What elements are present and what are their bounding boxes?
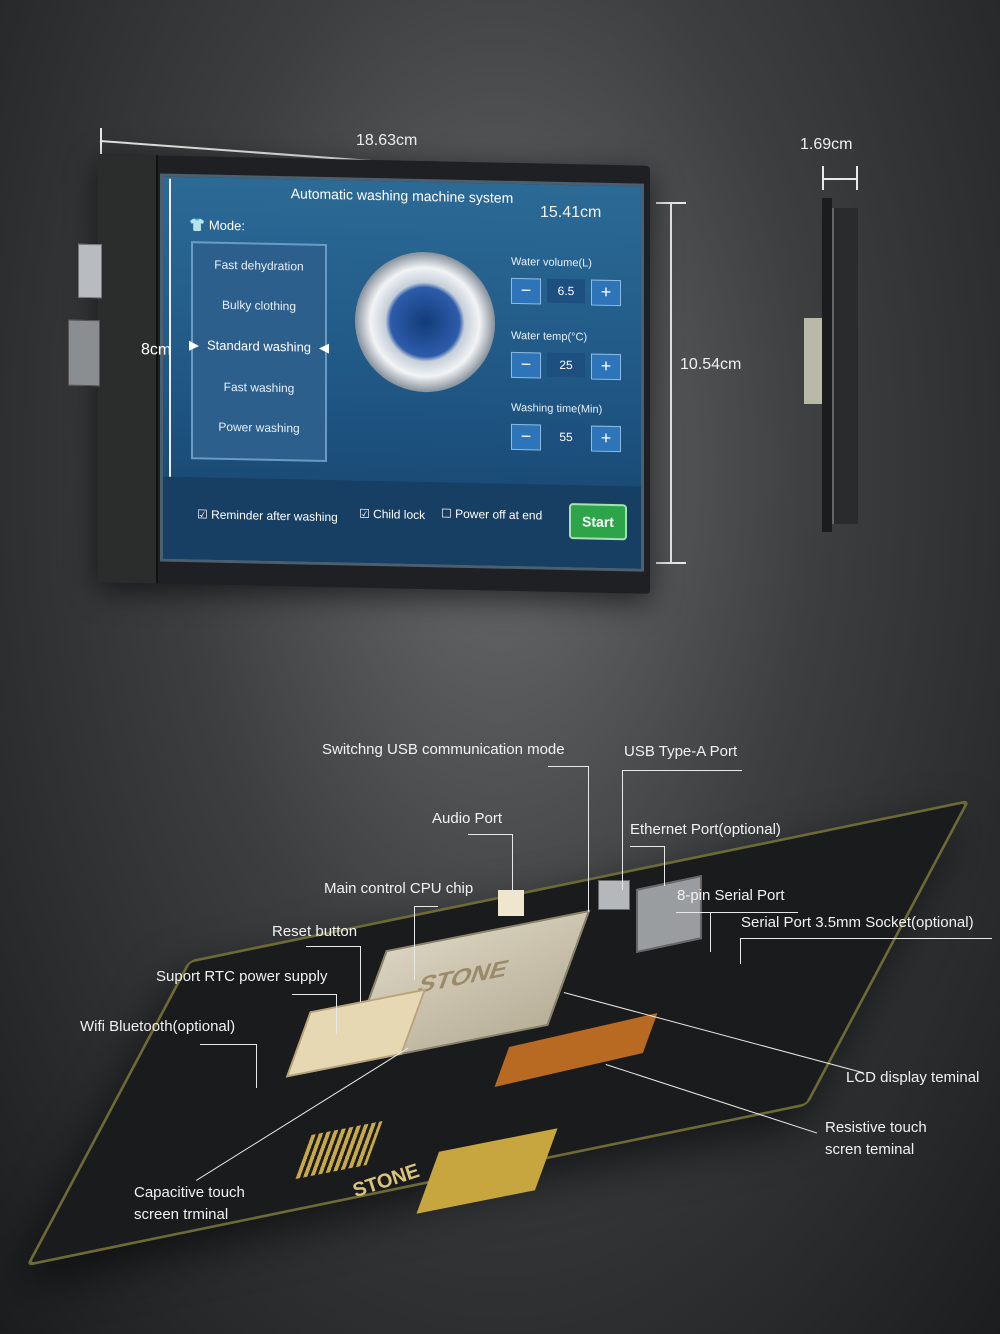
screen-width-dimension-label: 15.41cm [540, 204, 602, 221]
selected-mode-label: Standard washing [206, 337, 312, 355]
reminder-checkbox[interactable]: ☑ Reminder after washing [197, 507, 338, 524]
washing-time-stepper: − 55 + [511, 423, 621, 453]
water-temp-plus-button[interactable]: + [591, 353, 621, 381]
callout-line-cpu-h [414, 906, 438, 907]
arrow-left-icon: ◀ [319, 339, 329, 356]
cpu-chip-brand: STONE [413, 954, 513, 1000]
checkbox-checked-icon: ☑ [197, 507, 212, 522]
callout-line-serial35-v [740, 938, 741, 964]
device-side-view [804, 198, 858, 532]
touch-screen: Automatic washing machine system 8cm 👕 M… [141, 173, 644, 572]
water-temp-stepper: − 25 + [511, 351, 621, 381]
callout-usb-a: USB Type-A Port [624, 743, 738, 760]
washing-time-plus-button[interactable]: + [591, 425, 621, 453]
callout-line-reset-h [306, 946, 360, 947]
washing-time-minus-button[interactable]: − [511, 423, 541, 451]
callout-line-reset-v [360, 946, 361, 1002]
callout-cpu: Main control CPU chip [324, 880, 474, 897]
water-temp-value: 25 [547, 352, 585, 378]
device-pcb-edge [98, 154, 158, 584]
callout-line-rtc-v [336, 994, 337, 1034]
depth-dimension-tick-left [822, 166, 824, 190]
callout-line-serial8-v [710, 912, 711, 952]
callout-line-audio-v [512, 834, 513, 896]
callout-serial8: 8-pin Serial Port [677, 887, 785, 904]
child-lock-label: Child lock [373, 506, 426, 523]
water-volume-label: Water volume(L) [511, 255, 592, 270]
mode-item[interactable]: Power washing [218, 419, 300, 436]
depth-dimension-tick-right [856, 166, 858, 190]
callout-line-serial8-h [676, 912, 798, 913]
callout-line-usb-a-v [622, 770, 623, 890]
callout-line-ethernet-h [630, 846, 664, 847]
callout-line-rtc-h [292, 994, 336, 995]
reminder-label: Reminder after washing [211, 507, 338, 525]
callout-line-usb-mode-h [548, 766, 588, 767]
depth-dimension-line [822, 178, 858, 180]
mode-label: 👕 Mode: [189, 217, 245, 234]
callout-line-cpu-v [414, 906, 415, 980]
usb-port-side [78, 243, 102, 299]
water-temp-label: Water temp(°C) [511, 329, 588, 344]
screen-height-dimension-label: 8cm [141, 341, 172, 359]
callout-resistive-2: scren teminal [825, 1141, 915, 1158]
height-dimension-tick-top [656, 202, 686, 204]
callout-capacitive-1: Capacitive touch [134, 1184, 245, 1201]
callout-line-serial35-h [740, 938, 992, 939]
water-volume-value: 6.5 [547, 278, 585, 304]
usb-port [598, 880, 630, 910]
checkbox-checked-icon: ☑ [359, 506, 374, 521]
water-volume-minus-button[interactable]: − [511, 277, 541, 305]
side-connector [804, 318, 822, 404]
height-dimension-label: 10.54cm [680, 356, 742, 373]
shirt-icon: 👕 [189, 217, 209, 233]
checkbox-empty-icon: ☐ [441, 506, 456, 521]
callout-line-audio-h [468, 834, 512, 835]
width-dimension-tick-left [100, 128, 102, 154]
mode-item[interactable]: Fast washing [223, 379, 295, 396]
mode-item[interactable]: Bulky clothing [221, 297, 297, 314]
callout-serial35: Serial Port 3.5mm Socket(optional) [741, 914, 974, 931]
callout-ethernet: Ethernet Port(optional) [630, 821, 781, 838]
callout-line-ethernet-v [664, 846, 665, 886]
callout-capacitive-2: screen trminal [134, 1206, 229, 1223]
callout-rtc: Suport RTC power supply [156, 968, 328, 985]
ethernet-port-side [68, 319, 100, 387]
depth-dimension-label: 1.69cm [800, 136, 853, 153]
callout-line-usb-mode-v [588, 766, 589, 912]
water-volume-plus-button[interactable]: + [591, 279, 621, 307]
washing-time-label: Washing time(Min) [511, 401, 603, 416]
callout-reset: Reset button [272, 923, 358, 940]
power-off-label: Power off at end [455, 506, 543, 523]
washing-time-value: 55 [547, 424, 585, 450]
mode-item-selected[interactable]: ▶ Standard washing ◀ [189, 337, 329, 355]
callout-wifi: Wifi Bluetooth(optional) [80, 1018, 236, 1035]
callout-line-wifi-v [256, 1044, 257, 1088]
mode-list: Fast dehydration Bulky clothing ▶ Standa… [189, 241, 329, 463]
audio-port [498, 890, 524, 916]
water-temp-minus-button[interactable]: − [511, 351, 541, 379]
power-off-checkbox[interactable]: ☐ Power off at end [441, 506, 542, 522]
height-dimension-line [670, 202, 672, 564]
callout-line-wifi-h [200, 1044, 256, 1045]
water-volume-stepper: − 6.5 + [511, 277, 621, 307]
child-lock-checkbox[interactable]: ☑ Child lock [359, 507, 425, 522]
mode-item[interactable]: Fast dehydration [214, 257, 304, 274]
washing-drum-image [355, 250, 495, 394]
width-dimension-label: 18.63cm [356, 132, 418, 149]
callout-audio: Audio Port [432, 810, 503, 827]
side-panel [822, 198, 832, 532]
callout-line-usb-a-h [622, 770, 742, 771]
start-button[interactable]: Start [569, 503, 627, 541]
mode-label-text: Mode: [208, 217, 245, 234]
height-dimension-tick-bottom [656, 562, 686, 564]
arrow-right-icon: ▶ [189, 337, 199, 353]
side-pcb [832, 208, 858, 524]
callout-resistive-1: Resistive touch [825, 1119, 927, 1136]
callout-usb-mode: Switchng USB communication mode [322, 741, 565, 758]
callout-lcd: LCD display teminal [846, 1069, 980, 1086]
